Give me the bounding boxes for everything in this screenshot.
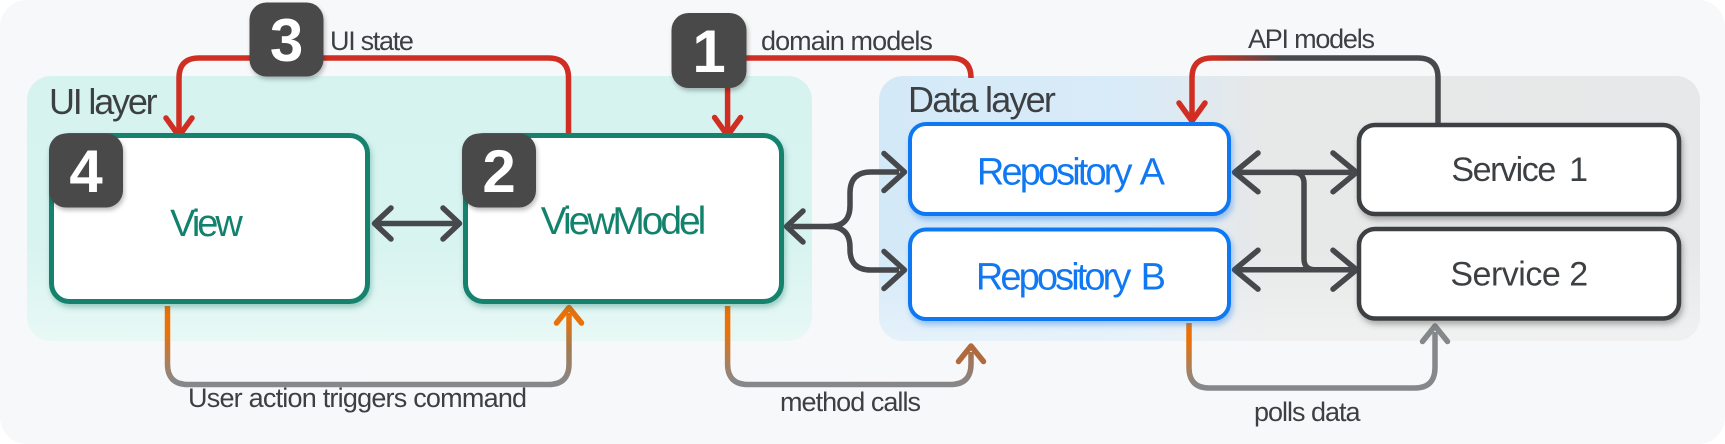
svg-text:API models: API models <box>1248 24 1374 54</box>
svg-text:User action triggers command: User action triggers command <box>188 383 526 413</box>
svg-text:Repository B: Repository B <box>976 257 1165 299</box>
svg-text:Data layer: Data layer <box>908 79 1056 120</box>
svg-text:Service 2: Service 2 <box>1450 256 1587 294</box>
svg-text:UI state: UI state <box>330 26 413 56</box>
svg-text:2: 2 <box>482 138 515 205</box>
svg-text:4: 4 <box>69 138 103 205</box>
svg-text:ViewModel: ViewModel <box>541 200 705 243</box>
svg-text:1: 1 <box>692 18 725 85</box>
svg-text:domain models: domain models <box>761 26 932 56</box>
svg-text:polls data: polls data <box>1254 397 1361 427</box>
svg-text:3: 3 <box>270 7 303 74</box>
svg-text:method calls: method calls <box>780 387 921 417</box>
svg-text:Service 1: Service 1 <box>1451 151 1587 189</box>
svg-text:UI layer: UI layer <box>49 81 158 122</box>
svg-text:View: View <box>170 203 243 245</box>
svg-text:Repository A: Repository A <box>977 152 1166 194</box>
